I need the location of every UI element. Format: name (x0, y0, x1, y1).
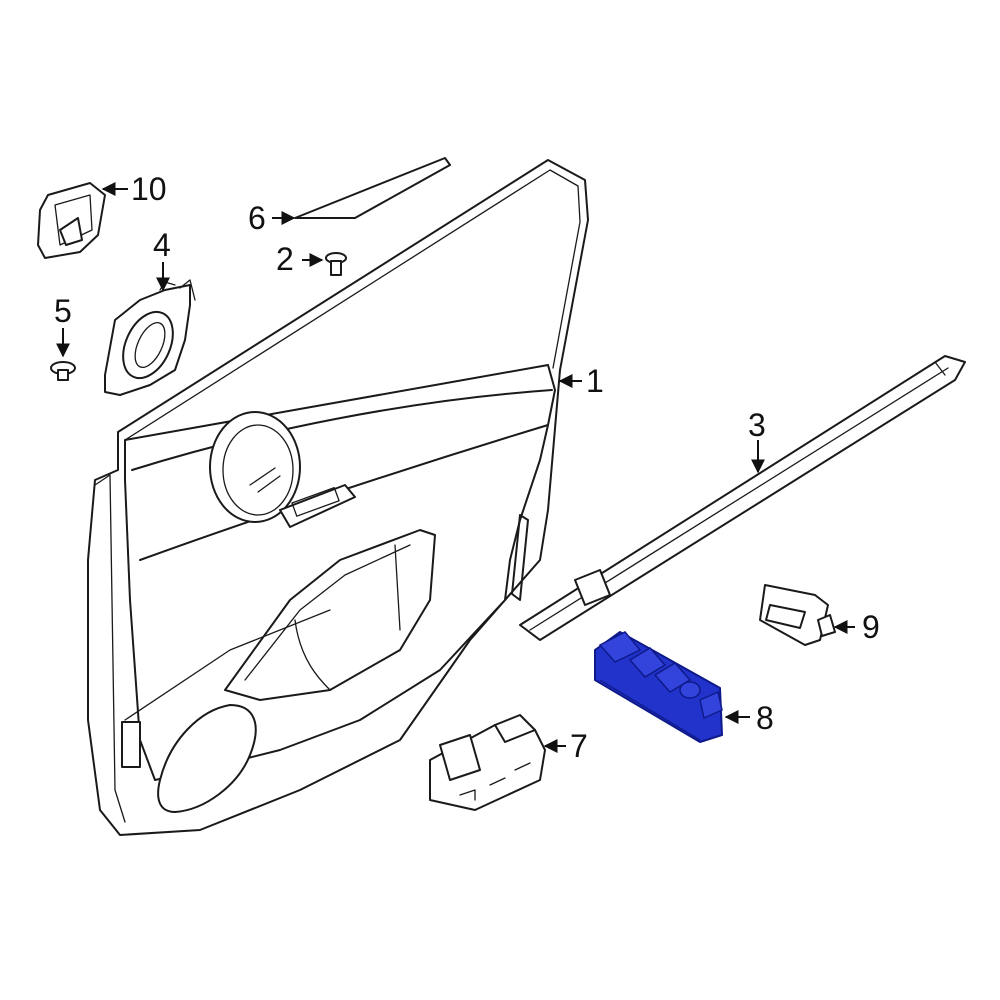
trim-strip[interactable] (294, 157, 451, 219)
callout-8: 8 (756, 700, 774, 736)
window-switch[interactable] (429, 714, 546, 811)
leader-lines (56, 182, 855, 753)
callout-1: 1 (586, 363, 604, 399)
callout-7: 7 (570, 728, 588, 764)
door-trim-panel[interactable] (87, 159, 589, 836)
screw[interactable] (325, 252, 347, 276)
callout-labels: 1 2 3 4 5 6 7 8 9 10 (54, 171, 880, 764)
callout-9: 9 (862, 609, 880, 645)
callout-5: 5 (54, 293, 72, 329)
callout-3: 3 (748, 407, 766, 443)
inside-door-handle[interactable] (104, 279, 196, 396)
callout-4: 4 (153, 227, 171, 263)
callout-10: 10 (131, 171, 167, 207)
handle-bracket[interactable] (37, 182, 106, 259)
clip[interactable] (50, 361, 76, 381)
callout-6: 6 (248, 200, 266, 236)
single-switch[interactable] (759, 584, 836, 646)
window-switch-highlighted[interactable] (594, 631, 723, 743)
window-weatherstrip[interactable] (519, 355, 966, 641)
callout-2: 2 (276, 241, 294, 277)
